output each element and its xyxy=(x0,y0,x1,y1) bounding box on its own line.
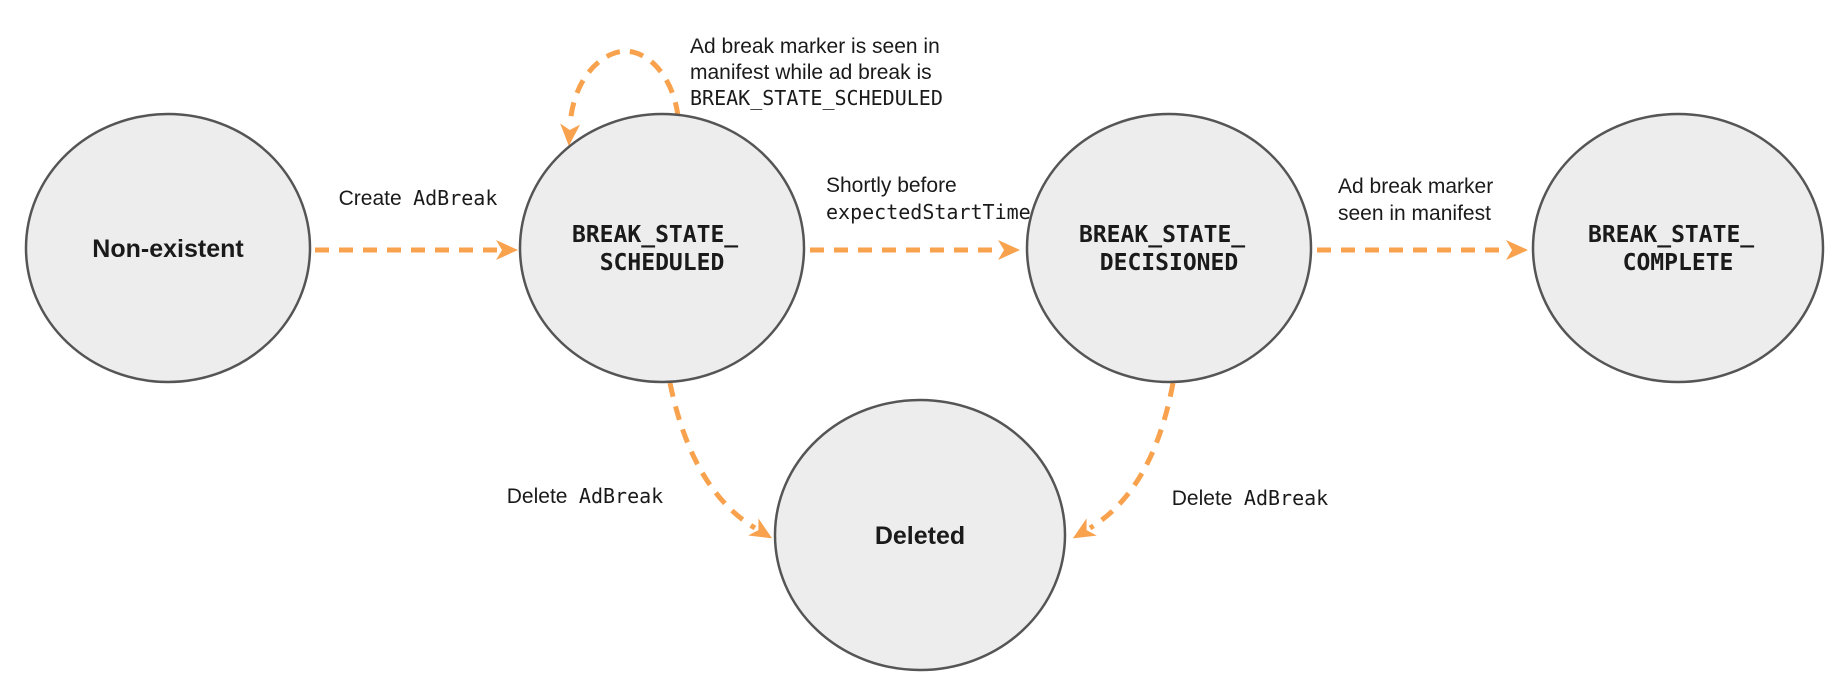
state-node-deleted xyxy=(773,398,1067,672)
edge-label-create-adbreak: Create AdBreak xyxy=(339,186,498,210)
state-node-break-state-decisioned xyxy=(1025,112,1313,384)
edge-label-delete-adbreak-right: Delete AdBreak xyxy=(1172,486,1328,510)
edge-label-self-loop: Ad break marker is seen in manifest whil… xyxy=(690,35,944,110)
transition-delete-from-scheduled xyxy=(667,382,773,539)
node-label-deleted: Deleted xyxy=(875,522,965,550)
node-label-break-state-scheduled: BREAK_STATE_ SCHEDULED xyxy=(572,222,752,276)
edge-label-shortly-before: Shortly before expectedStartTime xyxy=(826,174,1031,224)
state-node-break-state-complete xyxy=(1531,112,1825,384)
edge-label-delete-adbreak-left: Delete AdBreak xyxy=(507,484,663,508)
transition-self-loop-scheduled xyxy=(560,48,681,146)
state-node-non-existent xyxy=(24,112,312,384)
node-label-break-state-complete: BREAK_STATE_ COMPLETE xyxy=(1588,222,1768,276)
edge-label-marker-seen: Ad break marker seen in manifest xyxy=(1338,175,1498,225)
node-label-break-state-decisioned: BREAK_STATE_ DECISIONED xyxy=(1079,222,1259,276)
state-node-break-state-scheduled xyxy=(518,112,806,384)
transition-delete-from-decisioned xyxy=(1072,382,1176,539)
node-label-non-existent: Non-existent xyxy=(92,235,244,263)
